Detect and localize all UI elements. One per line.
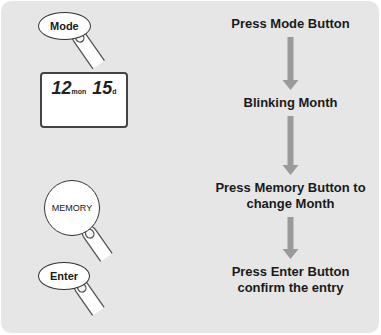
label-text: MEMORY: [45, 181, 99, 235]
label-text: Press Mode Button: [208, 16, 373, 32]
month-unit: mon: [71, 88, 86, 95]
step-text: Press Memory Button to change Month: [208, 180, 373, 212]
label-text: Enter: [50, 270, 78, 282]
mode-button: Mode: [38, 12, 91, 40]
flow-arrow: [283, 116, 299, 175]
step-text: Press Enter Button confirm the entry: [208, 264, 373, 296]
flow-arrow: [283, 37, 299, 90]
step-text: Press Mode Button: [208, 16, 373, 32]
enter-button: Enter: [38, 262, 90, 290]
label-text: Mode: [50, 20, 79, 32]
label-text: Press Enter Button confirm the entry: [208, 264, 373, 296]
flow-arrow: [283, 217, 299, 259]
memory-button: MEMORY: [44, 180, 100, 236]
lcd-display: 12mon 15d: [40, 72, 128, 128]
arrow-shape: [283, 37, 299, 90]
arrow-shape: [283, 116, 299, 175]
day-digits: 15: [92, 78, 112, 98]
day-unit: d: [112, 88, 116, 95]
label-text: Blinking Month: [208, 95, 373, 111]
arrow-shape: [283, 217, 299, 259]
step-text: Blinking Month: [208, 95, 373, 111]
month-digits: 12: [51, 78, 71, 98]
label-text: Press Memory Button to change Month: [208, 180, 373, 212]
